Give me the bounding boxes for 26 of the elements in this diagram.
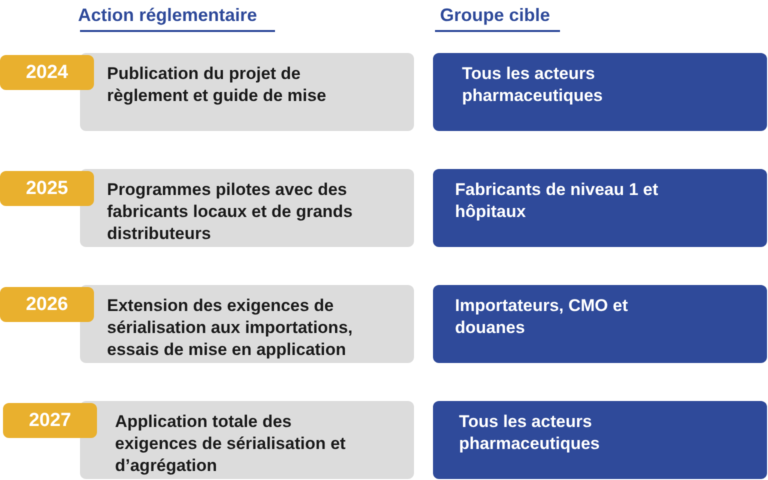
row-text: Tous les acteurs pharmaceutiques xyxy=(462,63,604,107)
action-box xyxy=(80,285,414,363)
action-box xyxy=(80,169,414,247)
row-text: Publication du projet de règlement et guide de mise xyxy=(107,63,328,107)
year-badge xyxy=(0,171,94,206)
year-badge xyxy=(3,403,97,438)
target-box xyxy=(433,169,767,247)
row-text: Importateurs, CMO et douanes xyxy=(455,295,629,339)
year-badge xyxy=(0,287,94,322)
row-text: Programmes pilotes avec des fabricants locaux et de grands distributeurs xyxy=(107,179,354,245)
row-text: Application totale des exigences de sérialisation et d’agrégation xyxy=(115,411,347,477)
year-badge xyxy=(0,55,94,90)
column-header: Action réglementaire xyxy=(78,5,258,26)
row-text: Tous les acteurs pharmaceutiques xyxy=(459,411,601,455)
target-box xyxy=(433,401,767,479)
row-text: Fabricants de niveau 1 et hôpitaux xyxy=(455,179,660,223)
year-label: 2027 xyxy=(28,410,72,432)
action-box xyxy=(80,53,414,131)
action-box xyxy=(80,401,414,479)
row-text: Extension des exigences de sérialisation aux importations, essais de mise en application xyxy=(107,295,354,361)
year-label: 2025 xyxy=(26,178,68,200)
target-box xyxy=(433,53,767,131)
column-header: Groupe cible xyxy=(440,5,550,26)
year-label: 2024 xyxy=(26,62,68,84)
year-label: 2026 xyxy=(26,294,68,316)
target-box xyxy=(433,285,767,363)
